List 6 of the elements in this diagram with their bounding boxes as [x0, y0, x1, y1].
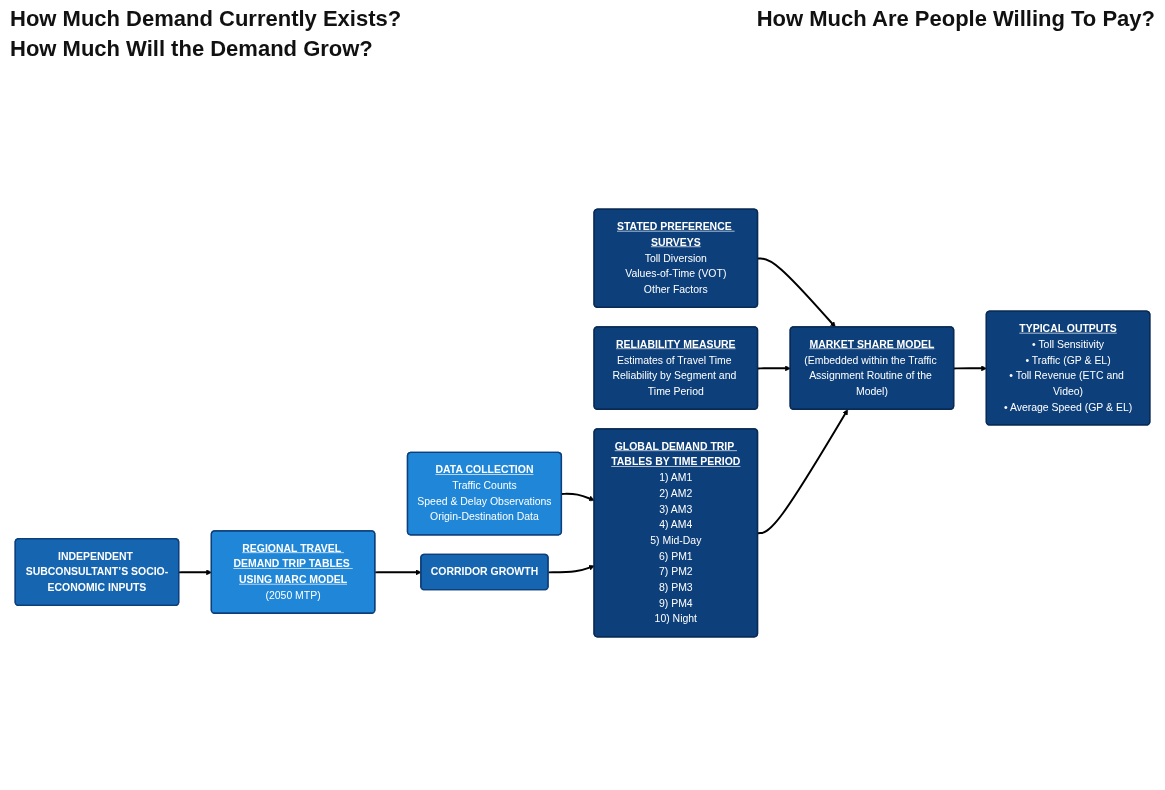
arrow [547, 564, 595, 574]
arrow [953, 365, 987, 372]
section-heading: How Much Demand Currently Exists? [10, 6, 402, 32]
arrow [178, 569, 212, 576]
section-heading: How Much Are People Willing To Pay? [756, 6, 1155, 32]
section-heading: How Much Will the Demand Grow? [10, 36, 373, 62]
